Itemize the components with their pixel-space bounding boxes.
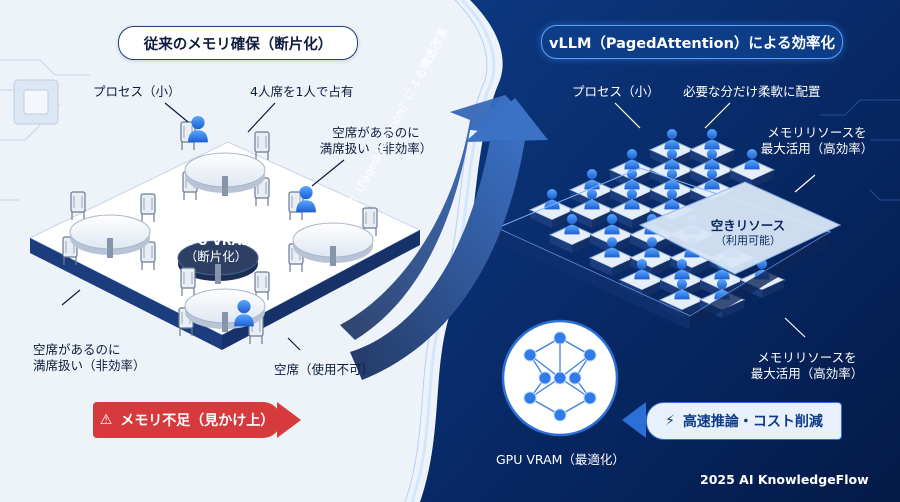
gpu-vram-optimized-label: GPU VRAM（最適化） <box>496 452 625 467</box>
transform-arrow-body <box>350 140 525 380</box>
chair-icon <box>254 131 270 160</box>
memory-block <box>528 189 576 228</box>
round-table <box>292 222 374 266</box>
person-icon <box>604 237 620 258</box>
person-icon <box>644 237 660 258</box>
memory-shortage-label: メモリ不足（見かけ上） <box>120 413 275 429</box>
round-table <box>69 214 151 258</box>
memory-block <box>728 149 776 188</box>
right-platform <box>495 167 832 330</box>
person-icon <box>296 186 316 213</box>
max-use-bottom-label: メモリリソースを 最大活用（高効率） <box>750 350 864 381</box>
memory-block <box>548 214 596 253</box>
credit-label: 2025 AI KnowledgeFlow <box>700 472 869 487</box>
chair-icon <box>362 207 378 236</box>
left-title: 従来のメモリ確保（断片化） <box>118 26 358 60</box>
person-icon <box>624 149 640 170</box>
unusable-seat-label: 空席（使用不可） <box>274 362 375 377</box>
speed-cost-banner: ⚡ 高速推論・コスト削減 <box>646 402 842 440</box>
person-icon <box>624 169 640 190</box>
warning-triangle-icon: ⚠ <box>99 412 113 428</box>
memory-block <box>588 214 636 253</box>
person-icon <box>188 116 208 143</box>
person-icon <box>704 169 720 190</box>
cpu-chip-icon <box>13 79 59 125</box>
person-icon <box>744 149 760 170</box>
chair-icon <box>180 267 196 296</box>
person-icon <box>704 149 720 170</box>
person-icon <box>674 279 690 300</box>
person-icon <box>664 129 680 150</box>
right-title: vLLM（PagedAttention）による効率化 <box>541 25 843 59</box>
four-seat-label: 4人席を1人で占有 <box>250 84 354 99</box>
person-icon <box>664 149 680 170</box>
gpu-vram-fragmented-label: GPU VRAM （断片化） <box>178 233 254 264</box>
bottom-left-label: 空席があるのに 満席扱い（非効率） <box>33 342 146 373</box>
gpu-vram-network-icon <box>501 319 619 437</box>
chair-icon <box>140 241 156 270</box>
person-icon <box>704 129 720 150</box>
chair-icon <box>70 191 86 220</box>
flexible-label: 必要な分だけ柔軟に配置 <box>683 84 821 99</box>
person-icon <box>234 300 254 327</box>
round-table <box>184 152 266 196</box>
person-icon <box>564 214 580 235</box>
person-icon <box>634 259 650 280</box>
round-table <box>177 240 259 284</box>
memory-shortage-banner: ⚠ メモリ不足（見かけ上） <box>93 402 281 438</box>
transform-arrow-head <box>465 98 548 142</box>
person-icon <box>664 189 680 210</box>
chair-icon <box>254 271 270 300</box>
speed-arrow-tail <box>622 402 646 438</box>
max-use-top-label: メモリリソースを 最大活用（高効率） <box>760 125 874 156</box>
free-resource-area <box>638 181 842 275</box>
person-icon <box>604 214 620 235</box>
memory-block <box>588 237 636 276</box>
empty-seat-label: 空席があるのに 満席扱い（非効率） <box>319 125 433 156</box>
memory-block <box>608 189 656 228</box>
left-platform <box>28 141 422 350</box>
person-icon <box>664 169 680 190</box>
person-icon <box>584 189 600 210</box>
chair-icon <box>140 193 156 222</box>
speed-lightning-icon: ⚡ <box>665 413 675 429</box>
right-process-label: プロセス（小） <box>572 84 660 99</box>
free-resource-label: 空きリソース （利用可能） <box>710 218 786 247</box>
person-icon <box>624 189 640 210</box>
left-process-label: プロセス（小） <box>93 84 181 99</box>
warning-arrow-tail <box>277 402 301 438</box>
memory-block <box>568 189 616 228</box>
speed-cost-label: 高速推論・コスト削減 <box>682 414 823 430</box>
person-icon <box>674 259 690 280</box>
